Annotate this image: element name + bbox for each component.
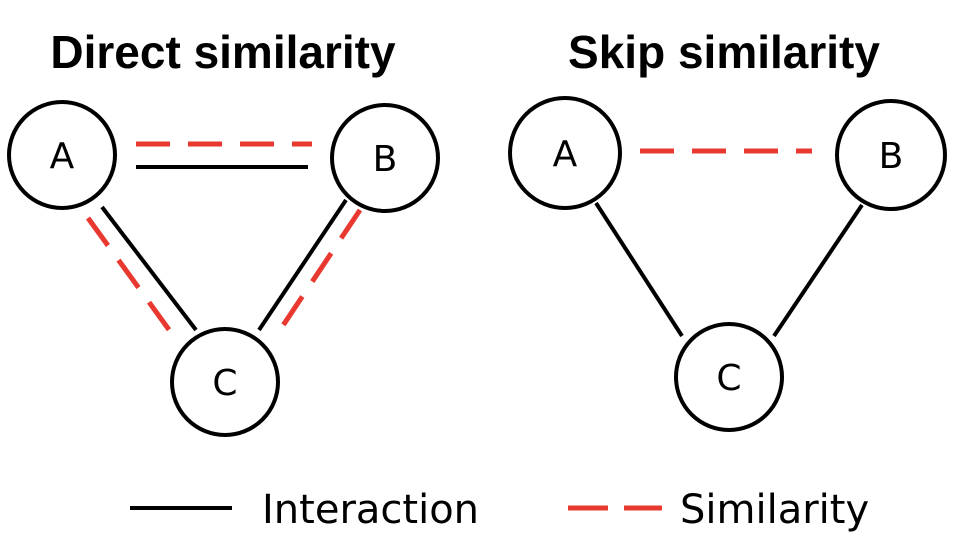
- node-b-label: B: [373, 139, 398, 180]
- panel-title-skip: Skip similarity: [568, 26, 880, 78]
- edge-ac-similarity: [85, 216, 178, 340]
- node-b-circle: [835, 99, 947, 211]
- legend-similarity-label: Similarity: [680, 487, 869, 533]
- node-b: B: [330, 103, 440, 213]
- panel-direct-similarity: Direct similarity A B C: [7, 26, 440, 437]
- panel-title-direct: Direct similarity: [50, 26, 396, 78]
- node-a-label: A: [553, 134, 578, 175]
- node-a: A: [7, 100, 117, 210]
- edge-bc-interaction: [257, 198, 348, 332]
- node-c-circle: [674, 322, 784, 432]
- node-a-label: A: [50, 136, 75, 177]
- legend-interaction-label: Interaction: [262, 487, 479, 533]
- edge-ac-interaction: [594, 201, 684, 338]
- edge-ac-interaction: [100, 205, 198, 332]
- node-c: C: [674, 322, 784, 432]
- node-c-circle: [170, 327, 280, 437]
- node-a: A: [508, 96, 622, 210]
- node-b-label: B: [879, 136, 904, 177]
- node-a-circle: [7, 100, 117, 210]
- edge-bc-interaction: [772, 203, 864, 338]
- node-c-label: C: [212, 363, 237, 404]
- node-c-label: C: [716, 358, 741, 399]
- node-b-circle: [330, 103, 440, 213]
- legend: Interaction Similarity: [130, 487, 869, 533]
- node-c: C: [170, 327, 280, 437]
- panel-skip-similarity: Skip similarity A B C: [508, 26, 947, 432]
- node-a-circle: [508, 96, 622, 210]
- node-b: B: [835, 99, 947, 211]
- edge-bc-similarity: [273, 208, 363, 338]
